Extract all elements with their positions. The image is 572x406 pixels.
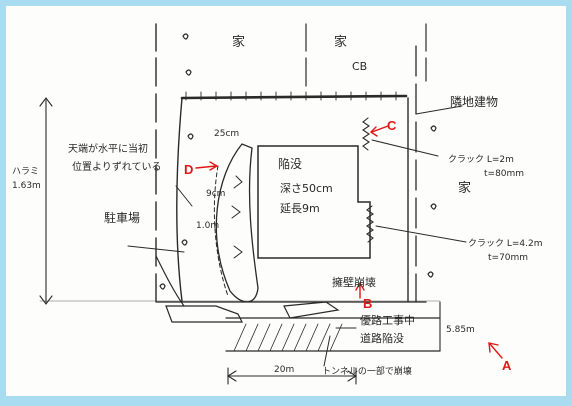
label-collapse-2: 深さ50cm	[280, 182, 333, 195]
label-height-585: 5.85m	[446, 325, 475, 335]
road-collapse-block	[165, 305, 243, 323]
marker-d-arrow	[195, 161, 219, 171]
label-road-3: トンネルの一部で崩壊	[322, 365, 412, 377]
height-dimension-line	[39, 97, 53, 305]
cb-wall	[180, 94, 408, 100]
road-hatching	[233, 323, 343, 352]
label-cb: CB	[352, 60, 367, 73]
label-crack-2a: クラック L=4.2m	[468, 238, 543, 249]
label-damage: 擁壁崩壊	[332, 275, 376, 289]
label-crack-2b: t=70mm	[488, 253, 528, 263]
marker-c-arrow	[369, 125, 389, 137]
marker-d: D	[184, 162, 193, 177]
label-height-2: 1.63m	[12, 181, 41, 191]
label-neighbor-building: 隣地建物	[450, 94, 498, 109]
retaining-wall-left	[176, 97, 183, 302]
marker-c: C	[387, 118, 397, 133]
marker-b-arrow	[355, 281, 365, 299]
label-width-25: 25cm	[214, 129, 239, 139]
collapsed-structure	[257, 145, 371, 259]
label-collapse-1: 陥没	[278, 156, 302, 171]
label-span-20: 20m	[274, 365, 294, 375]
label-width-9: 9cm	[206, 189, 225, 199]
marker-a: A	[502, 358, 512, 373]
span-dimension-line	[226, 367, 358, 385]
label-width-10: 1.0m	[196, 221, 219, 231]
label-road-2: 道路陥没	[360, 331, 404, 345]
label-height-1: ハラミ	[12, 166, 39, 177]
label-house-right: 家	[458, 180, 471, 196]
label-house-top-left: 家	[232, 34, 245, 50]
label-crack-1b: t=80mm	[484, 169, 524, 179]
label-garden: 駐車場	[104, 210, 140, 225]
marker-a-arrow	[488, 342, 503, 359]
crack-c	[362, 117, 370, 151]
label-house-top-right: 家	[334, 34, 347, 50]
label-crack-1a: クラック L=2m	[448, 154, 514, 165]
crack-lower	[366, 205, 374, 243]
label-road-1: 優路工事中	[360, 314, 415, 327]
marker-b: B	[363, 296, 372, 311]
label-collapse-3: 延長9m	[280, 202, 320, 215]
site-sketch: 家 家 CB 隣地建物 家 ハラミ 1.63m 天端が水平に当初 位置よりずれて…	[12, 23, 543, 385]
label-displacement-1: 天端が水平に当初	[68, 142, 148, 155]
label-displacement-2: 位置よりずれている	[72, 160, 162, 173]
